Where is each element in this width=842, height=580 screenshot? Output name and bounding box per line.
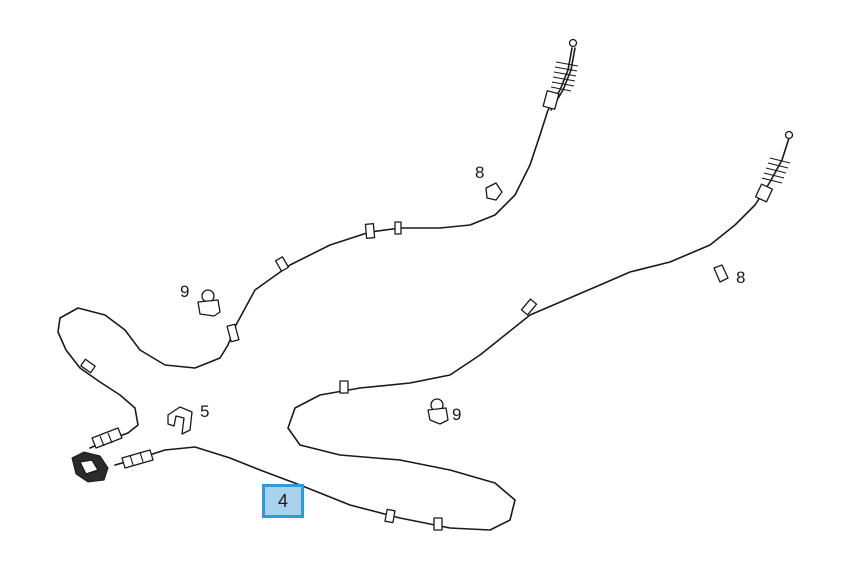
cable-upper [57, 38, 579, 449]
callout-5: 5 [200, 402, 209, 421]
cable-lower [114, 130, 794, 531]
grommet-right [713, 264, 729, 283]
callout-9-lower: 9 [452, 405, 461, 424]
equalizer-block [71, 451, 109, 483]
callout-8-upper: 8 [475, 163, 484, 182]
clamp-lower [427, 398, 449, 425]
clip-part-5 [167, 406, 193, 435]
callout-9-upper: 9 [180, 282, 189, 301]
grommet-upper [485, 182, 503, 201]
clamp-upper [197, 289, 221, 317]
selected-part-label-4[interactable]: 4 [262, 484, 304, 518]
callout-8-right: 8 [736, 268, 745, 287]
